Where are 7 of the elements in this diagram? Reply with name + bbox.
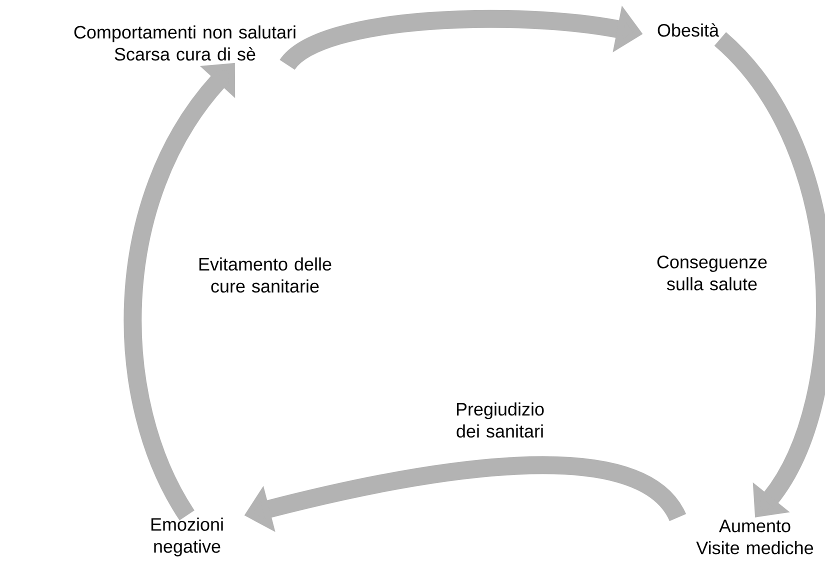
step-label: Emozioni negative [151,518,223,556]
edge-label: Evitamento delle cure sanitarie [199,257,332,293]
edge-label: Conseguenze sulla salute [657,256,767,290]
step-label: Aumento Visite mediche [696,520,814,554]
edge-label: Pregiudizio dei sanitari [456,402,544,438]
step-label: Obesità [658,23,720,37]
step-label: Comportamenti non salutari Scarsa cura di sè [74,25,296,61]
